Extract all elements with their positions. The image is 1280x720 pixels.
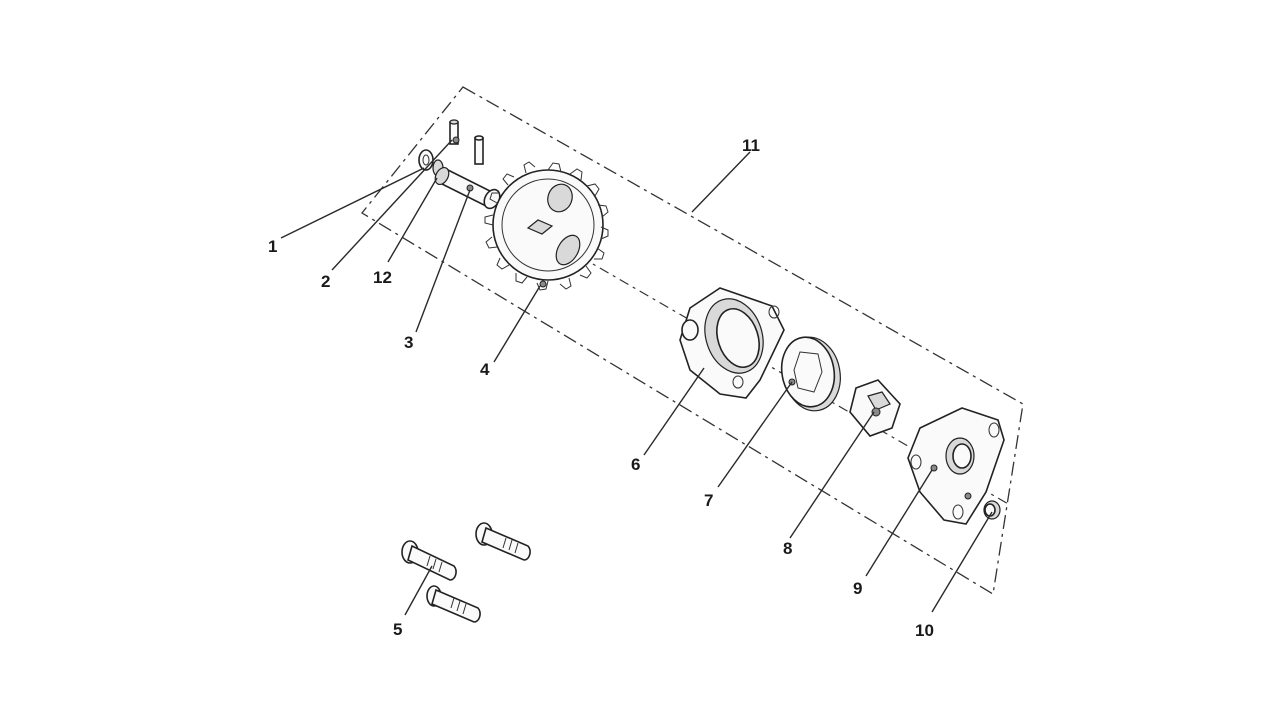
part-labels: 1 2 3 4 5 6 7 8 9 10 11 12 (268, 136, 934, 640)
mounting-bolts (401, 522, 531, 623)
label-part-8: 8 (783, 539, 792, 558)
pump-shaft (434, 166, 501, 210)
shaft-pin-group (418, 119, 484, 177)
drive-gear (484, 161, 609, 291)
outer-rotor (780, 336, 841, 412)
label-part-4: 4 (480, 360, 490, 379)
label-part-12: 12 (373, 268, 392, 287)
cover-screw (983, 500, 1001, 520)
inner-rotor (849, 379, 901, 437)
pump-body (679, 287, 785, 399)
label-part-2: 2 (321, 272, 330, 291)
label-part-3: 3 (404, 333, 413, 352)
label-part-1: 1 (268, 237, 277, 256)
leader-lines (280, 139, 993, 616)
label-part-11: 11 (742, 136, 760, 155)
label-part-10: 10 (915, 621, 934, 640)
assembly-boundary (361, 86, 1024, 596)
label-part-5: 5 (393, 620, 402, 639)
pump-cover (907, 407, 1005, 525)
label-part-9: 9 (853, 579, 862, 598)
label-part-6: 6 (631, 455, 640, 474)
label-part-7: 7 (704, 491, 713, 510)
